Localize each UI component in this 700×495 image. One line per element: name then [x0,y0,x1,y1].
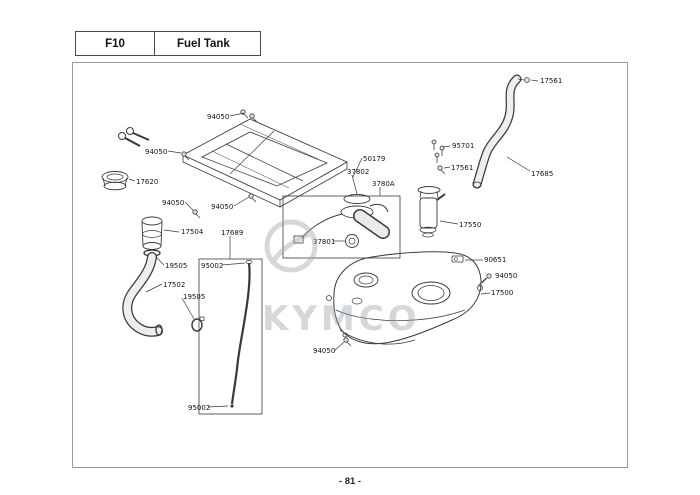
part-label-95002-lower: 95002 [188,404,210,412]
section-title-box: Fuel Tank [154,31,261,56]
part-label-94050-mid: 94050 [211,203,233,211]
part-label-37801: 37801 [313,238,335,246]
part-label-17504: 17504 [181,228,204,236]
bolt-icon [517,77,530,83]
part-label-17689: 17689 [221,229,243,237]
fuel-hose-drawing [122,252,163,337]
part-label-94050-mid-left: 94050 [162,199,184,207]
fuel-pump-drawing [417,186,446,238]
part-label-19505-upper: 19505 [165,262,187,270]
leader-line [477,277,487,287]
part-label-95701: 95701 [452,142,474,150]
leader-line [184,201,194,211]
pump-group-box [282,195,401,259]
part-label-37802: 37802 [347,168,369,176]
bolt-icon [434,152,440,163]
leader-line [163,229,180,233]
tube-group-box [198,258,263,415]
leader-line [333,341,345,352]
vent-hose-drawing [472,74,522,189]
part-label-50179: 50179 [363,155,385,163]
section-code: F10 [105,37,125,50]
kymco-watermark: KYMCO [262,219,421,339]
leader-line [167,150,182,154]
fuel-cap-drawing [101,171,129,191]
bolt-icons [181,77,530,347]
part-label-17561-top: 17561 [540,77,562,85]
part-label-94050-upper-left: 94050 [145,148,167,156]
leader-line [530,79,539,82]
section-code-box: F10 [75,31,155,56]
part-label-94050-top: 94050 [207,113,229,121]
bolt-icon [431,139,437,150]
bolt-icon [240,109,249,119]
leader-line [506,156,531,172]
hose-clamp-lower-drawing [191,316,205,332]
leader-lines [128,79,539,408]
bolt-icon [248,193,257,203]
bolt-icon [481,273,492,284]
leader-line [233,196,250,207]
bolt-icon [437,165,446,175]
fuel-tank-drawing [326,251,483,345]
leader-line [221,262,246,266]
fuel-tube-drawing [230,260,253,408]
bolt-icon [249,113,258,123]
leader-line [480,292,491,295]
leader-line [439,220,459,225]
bolt-icon [343,337,352,347]
leader-line [229,112,245,117]
section-title: Fuel Tank [177,37,230,50]
leader-line [155,256,165,266]
leader-line [442,145,451,148]
bolt-icon [192,209,201,219]
part-label-3780A: 3780A [372,180,395,188]
part-label-17502: 17502 [163,281,185,289]
key-set-drawing [118,127,150,147]
part-label-19505-lower: 19505 [183,293,205,301]
part-label-17550: 17550 [459,221,481,229]
kymco-watermark-text: KYMCO [262,299,421,339]
fuel-pump-unit-drawing [293,194,390,248]
part-label-90651: 90651 [484,256,506,264]
part-label-95002-upper: 95002 [201,262,223,270]
part-labels: 17561 95701 94050 94050 17620 50179 3780… [136,77,562,412]
part-label-94050-right: 94050 [495,272,517,280]
filler-neck-drawing [141,216,163,257]
leader-line [181,297,195,320]
kymco-logo-icon [264,219,318,273]
leader-line [352,157,363,178]
tank-bracket-drawing [181,118,348,208]
leader-line [207,405,229,408]
leader-line [128,178,136,182]
bolt-icon [181,151,190,161]
leader-line [351,174,358,195]
leader-line [145,283,163,293]
diagram-frame [72,62,628,468]
part-label-94050-bottom: 94050 [313,347,335,355]
part-label-17561-mid: 17561 [451,164,473,172]
leader-line [443,166,451,169]
part-label-17685: 17685 [531,170,553,178]
page-number: - 81 - [338,476,362,487]
bolt-icon [439,145,445,156]
tank-bracket-small-drawing [451,255,464,263]
part-label-17620: 17620 [136,178,158,186]
part-label-17500: 17500 [491,289,513,297]
